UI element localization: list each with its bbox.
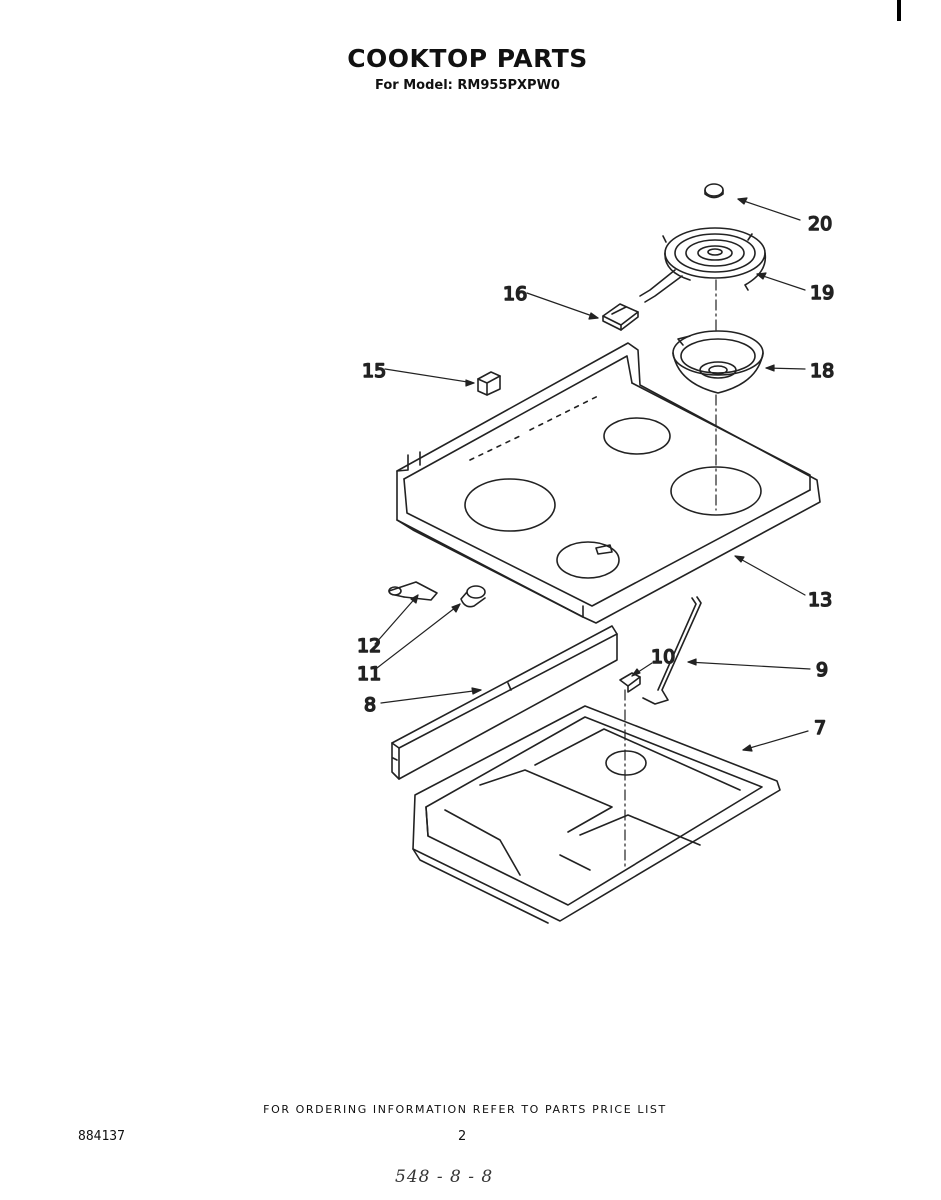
part-drip-bowl xyxy=(672,330,764,394)
ordering-note: FOR ORDERING INFORMATION REFER TO PARTS … xyxy=(263,1103,667,1116)
page-number: 2 xyxy=(458,1129,467,1144)
part-spring-clip xyxy=(619,672,641,693)
part-cooktop xyxy=(396,342,821,624)
edge-mark xyxy=(897,0,901,21)
document-number: 884137 xyxy=(78,1129,125,1144)
part-clip xyxy=(477,371,501,396)
callout-18: 18 xyxy=(810,360,834,382)
part-bumper xyxy=(460,585,486,608)
callout-19: 19 xyxy=(810,282,834,304)
callout-9: 9 xyxy=(816,659,828,681)
part-burner-box xyxy=(412,705,781,924)
callout-20: 20 xyxy=(808,213,832,235)
callout-7: 7 xyxy=(814,717,826,739)
part-surface-element xyxy=(639,227,767,303)
leader-lines xyxy=(374,197,811,752)
callout-16: 16 xyxy=(503,283,527,305)
handwritten-note: 548 - 8 - 8 xyxy=(395,1167,494,1187)
callout-10: 10 xyxy=(651,646,675,668)
part-knob-cap xyxy=(704,183,724,199)
callout-12: 12 xyxy=(357,635,381,657)
callout-8: 8 xyxy=(364,694,376,716)
page-title: COOKTOP PARTS xyxy=(347,44,588,73)
part-support-rod xyxy=(642,596,702,705)
callout-11: 11 xyxy=(357,663,381,685)
part-front-trim xyxy=(391,625,618,780)
part-pivot xyxy=(388,581,438,601)
model-subtitle: For Model: RM955PXPW0 xyxy=(375,78,560,93)
callout-15: 15 xyxy=(362,360,386,382)
callout-13: 13 xyxy=(808,589,832,611)
part-terminal-block xyxy=(602,303,639,331)
